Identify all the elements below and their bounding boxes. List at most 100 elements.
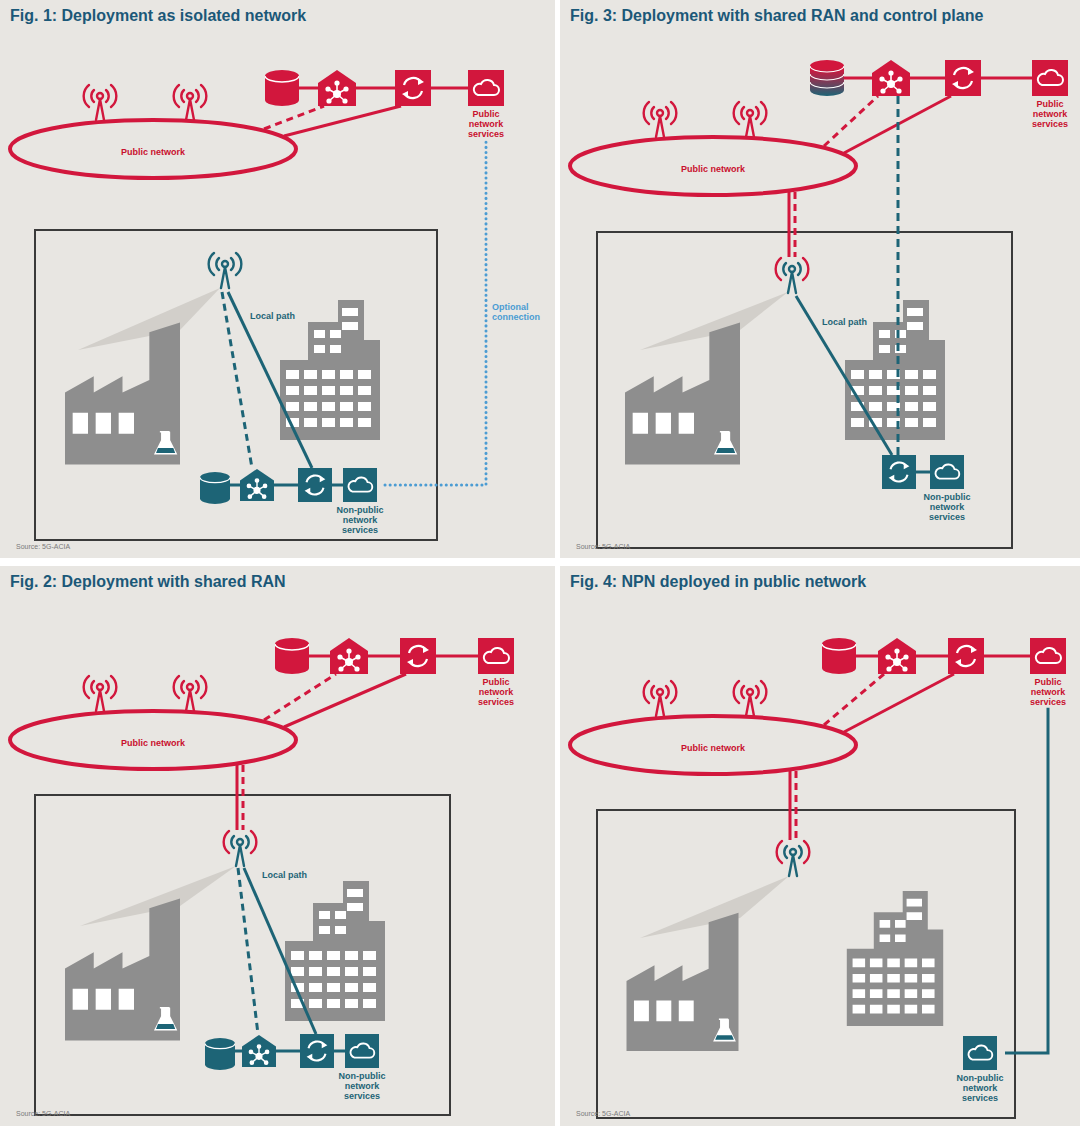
panel-art bbox=[560, 0, 1080, 558]
panel-art bbox=[0, 566, 555, 1126]
site-boundary bbox=[35, 230, 437, 540]
ran-link bbox=[789, 771, 792, 840]
network-label: Public network bbox=[568, 165, 858, 175]
amf-icon bbox=[330, 638, 368, 674]
antenna-icon bbox=[84, 85, 117, 120]
service-box: Non-public network services bbox=[922, 455, 972, 523]
factory-icon bbox=[65, 323, 180, 465]
database-icon bbox=[822, 638, 856, 674]
service-label: Non-public network services bbox=[337, 1072, 387, 1102]
factory-icon bbox=[65, 899, 180, 1041]
amf-icon bbox=[242, 1035, 276, 1067]
figure-panel: Fig. 4: NPN deployed in public networkPu… bbox=[560, 566, 1080, 1126]
control-link bbox=[897, 96, 900, 455]
amf-icon bbox=[318, 70, 356, 106]
service-label: Non-public network services bbox=[955, 1074, 1005, 1104]
database-icon bbox=[810, 60, 844, 96]
service-box: Public network services bbox=[463, 70, 509, 140]
antenna-icon bbox=[174, 676, 207, 711]
service-box: Public network services bbox=[1025, 638, 1071, 708]
service-label: Non-public network services bbox=[922, 493, 972, 523]
figure-panel: Fig. 1: Deployment as isolated networkPu… bbox=[0, 0, 555, 558]
service-label: Non-public network services bbox=[335, 506, 385, 536]
ran-link bbox=[795, 771, 798, 840]
site-boundary bbox=[35, 795, 450, 1115]
ran-link bbox=[794, 192, 797, 257]
antenna-icon bbox=[644, 681, 677, 716]
connector-line bbox=[1005, 708, 1048, 1053]
service-box: Non-public network services bbox=[337, 1034, 387, 1102]
service-label: Public network services bbox=[473, 678, 519, 708]
panel-art bbox=[0, 0, 555, 558]
source-note: Source: 5G-ACIA bbox=[576, 543, 630, 551]
path-label: Local path bbox=[822, 318, 867, 328]
service-box: Non-public network services bbox=[335, 468, 385, 536]
site-boundary bbox=[597, 810, 1015, 1118]
site-boundary bbox=[597, 232, 1012, 548]
ran-link bbox=[236, 765, 239, 830]
factory-icon bbox=[625, 323, 740, 465]
cloud-icon bbox=[345, 1034, 379, 1068]
network-ellipse: Public network bbox=[8, 709, 298, 771]
amf-icon bbox=[872, 60, 910, 96]
figure-title: Fig. 1: Deployment as isolated network bbox=[10, 6, 545, 25]
figure-title: Fig. 3: Deployment with shared RAN and c… bbox=[570, 6, 1070, 25]
figure-panel: Fig. 3: Deployment with shared RAN and c… bbox=[560, 0, 1080, 558]
panel-ground bbox=[0, 0, 555, 558]
factory-icon bbox=[627, 913, 739, 1051]
cloud-icon bbox=[343, 468, 377, 502]
antenna-icon bbox=[734, 102, 767, 137]
source-note: Source: 5G-ACIA bbox=[576, 1110, 630, 1118]
amf-icon bbox=[878, 638, 916, 674]
antenna-icon bbox=[174, 85, 207, 120]
upf-icon bbox=[395, 70, 431, 106]
antenna-icon bbox=[734, 681, 767, 716]
ran-link bbox=[788, 192, 791, 257]
service-label: Public network services bbox=[1025, 678, 1071, 708]
panel-ground bbox=[560, 0, 1080, 558]
database-icon bbox=[200, 472, 230, 504]
service-box: Public network services bbox=[1027, 60, 1073, 130]
cloud-icon bbox=[963, 1036, 997, 1070]
service-box: Non-public network services bbox=[955, 1036, 1005, 1104]
network-ellipse: Public network bbox=[568, 135, 858, 197]
source-note: Source: 5G-ACIA bbox=[16, 1110, 70, 1118]
upf-icon bbox=[298, 468, 332, 502]
panel-art bbox=[560, 566, 1080, 1126]
database-icon bbox=[205, 1038, 235, 1070]
figure-title: Fig. 4: NPN deployed in public network bbox=[570, 572, 1070, 591]
control-link bbox=[264, 674, 336, 720]
upf-icon bbox=[882, 455, 916, 489]
antenna-icon bbox=[224, 831, 257, 866]
network-label: Public network bbox=[8, 148, 298, 158]
antenna-icon bbox=[84, 676, 117, 711]
amf-icon bbox=[240, 469, 274, 501]
path-label: Local path bbox=[250, 312, 295, 322]
antenna-icon bbox=[209, 253, 242, 288]
upf-icon bbox=[948, 638, 984, 674]
connector-label: Optional connection bbox=[492, 302, 548, 323]
user-link bbox=[844, 674, 954, 732]
source-note: Source: 5G-ACIA bbox=[16, 543, 70, 551]
upf-icon bbox=[300, 1034, 334, 1068]
panel-ground bbox=[0, 566, 555, 1126]
local-path-line bbox=[796, 296, 892, 455]
figure-title: Fig. 2: Deployment with shared RAN bbox=[10, 572, 545, 591]
service-box: Public network services bbox=[473, 638, 519, 708]
cloud-icon bbox=[930, 455, 964, 489]
core-link bbox=[916, 471, 930, 474]
cloud-icon bbox=[1032, 60, 1068, 96]
local-path-line bbox=[228, 292, 312, 468]
network-label: Public network bbox=[568, 744, 858, 754]
cloud-icon bbox=[478, 638, 514, 674]
upf-icon bbox=[400, 638, 436, 674]
local-path-line bbox=[244, 868, 316, 1034]
control-link bbox=[222, 292, 252, 468]
upf-icon bbox=[945, 60, 981, 96]
figure-panel: Fig. 2: Deployment with shared RAN Public… bbox=[0, 566, 555, 1126]
connector-line bbox=[385, 140, 486, 485]
network-ellipse: Public network bbox=[8, 118, 298, 180]
user-link bbox=[284, 674, 406, 727]
